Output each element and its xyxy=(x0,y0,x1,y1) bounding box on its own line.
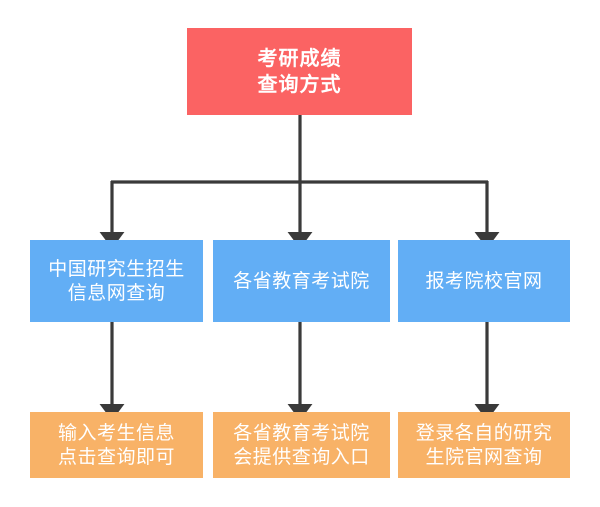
detail-node-provincial-query-entry: 各省教育考试院 会提供查询入口 xyxy=(213,412,390,478)
detail-node-enter-candidate-info: 输入考生信息 点击查询即可 xyxy=(30,412,203,478)
method-node-provincial-exam-authority: 各省教育考试院 xyxy=(213,240,390,322)
method-node-cgsi-website: 中国研究生招生 信息网查询 xyxy=(30,240,203,322)
method-node-target-school-website: 报考院校官网 xyxy=(398,240,570,322)
detail-node-graduate-school-login: 登录各自的研究 生院官网查询 xyxy=(398,412,570,478)
root-node-query-methods: 考研成绩 查询方式 xyxy=(187,28,412,115)
